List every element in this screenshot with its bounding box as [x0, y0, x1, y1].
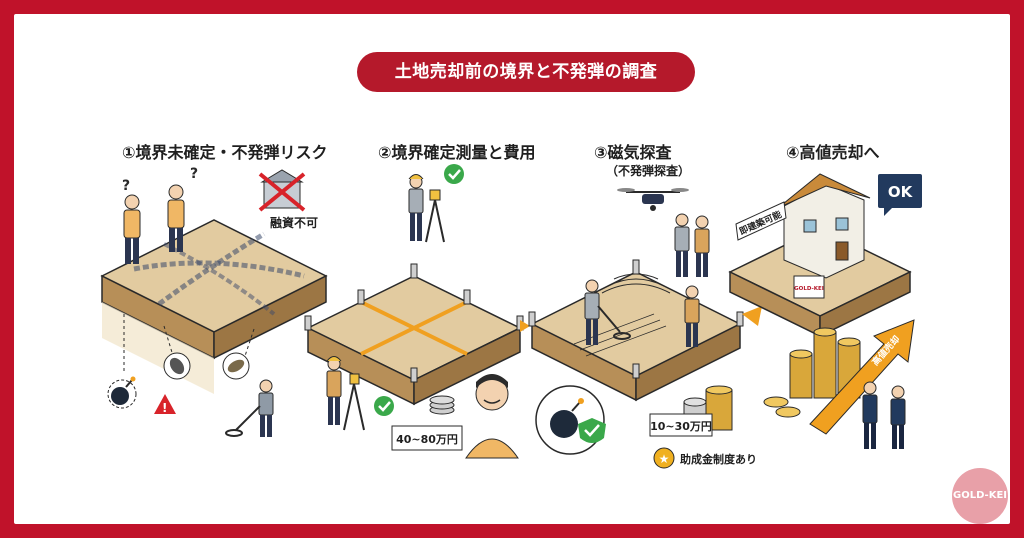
step2-heading: ②境界確定測量と費用: [378, 143, 536, 162]
cost-step3: 10~30万円: [650, 420, 712, 433]
shell-icon: [163, 352, 191, 380]
leader-lines: [123, 314, 255, 374]
coin-piles-icon: [763, 327, 861, 418]
happy-owner-icon: [465, 374, 519, 459]
star-coin-icon: ★: [653, 447, 675, 469]
step4-heading: ④高値売却へ: [786, 143, 880, 162]
shell-icon: [222, 352, 250, 380]
drone-icon: [617, 188, 689, 211]
surveyor-icon: [408, 174, 445, 243]
slide-frame: 土地売却前の境界と不発弾の調査 ①境界未確定・不発弾リスク ②境界確定測量と費用…: [14, 14, 1010, 524]
gold-kei-signboard: GOLD-KEI: [793, 275, 825, 299]
ok-bubble: OK: [878, 174, 922, 216]
safe-bomb-bubble-icon: [535, 385, 606, 455]
subsidy-label: 助成金制度あり: [680, 452, 757, 466]
step1-heading: ①境界未確定・不発弾リスク: [122, 143, 328, 162]
bank-no-loan-icon: [258, 169, 306, 212]
step2-land-block: [304, 263, 524, 406]
business-people-icon: [862, 381, 906, 449]
svg-text:?: ?: [190, 166, 198, 182]
metal-detector-worker-icon: [225, 379, 274, 437]
cost-box: 40~80万円: [391, 425, 463, 451]
cost-box: 10~30万円: [649, 413, 713, 437]
signboard-label: GOLD-KEI: [794, 286, 824, 292]
check-icon: [374, 396, 394, 416]
surveyor-icon: [326, 356, 365, 431]
metal-detector-worker-icon: [584, 279, 631, 345]
svg-text:!: !: [162, 401, 167, 415]
illustration-canvas: ? ? !: [100, 164, 922, 469]
cost-step2: 40~80万円: [396, 433, 458, 446]
flow-arrow: [742, 306, 762, 326]
gold-kei-badge: GOLD-KEI: [952, 468, 1008, 524]
worker-icon: [674, 213, 710, 277]
house-icon: [777, 173, 871, 279]
person-icon: ?: [122, 178, 141, 264]
svg-text:?: ?: [122, 178, 130, 194]
build-ready-sign: 即建築可能: [735, 201, 787, 241]
step3-subheading: （不発弾探査）: [606, 164, 691, 178]
flow-arrow: [520, 320, 530, 332]
ok-label: OK: [888, 183, 914, 201]
warning-icon: !: [154, 394, 176, 415]
step3-heading: ③磁気探査: [594, 143, 672, 162]
page-title: 土地売却前の境界と不発弾の調査: [357, 52, 695, 92]
step3-land-block: [528, 259, 744, 402]
worker-icon: [684, 285, 700, 347]
no-loan-label: 融資不可: [270, 216, 319, 230]
bomb-icon: [107, 376, 137, 409]
check-icon: [444, 164, 464, 184]
svg-text:★: ★: [659, 452, 670, 466]
coin-stack-icon: [429, 395, 455, 415]
person-icon: ?: [167, 166, 198, 252]
